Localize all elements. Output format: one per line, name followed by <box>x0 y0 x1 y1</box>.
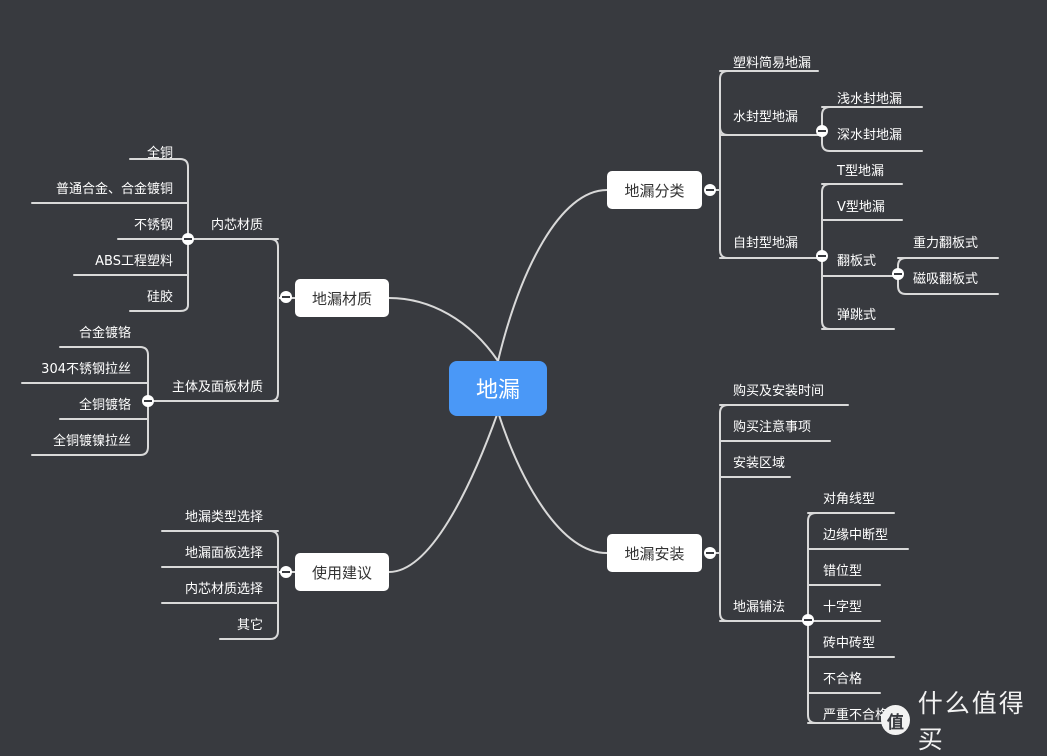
topic-area[interactable]: 安装区域 <box>733 456 785 471</box>
node-classification[interactable]: 地漏分类 <box>607 171 702 209</box>
node-material[interactable]: 地漏材质 <box>295 279 389 317</box>
topic-brick[interactable]: 砖中砖型 <box>823 636 875 651</box>
topic-copper[interactable]: 全铜 <box>147 145 173 161</box>
collapse-toggle-advice[interactable] <box>280 566 292 578</box>
node-classification-label: 地漏分类 <box>624 182 684 200</box>
root-node[interactable]: 地漏 <box>449 361 547 416</box>
collapse-toggle-material[interactable] <box>280 291 292 303</box>
topic-copper-chrome[interactable]: 全铜镀铬 <box>79 397 131 413</box>
topic-diagonal[interactable]: 对角线型 <box>823 492 875 507</box>
node-material-label: 地漏材质 <box>312 290 372 308</box>
topic-panel-select[interactable]: 地漏面板选择 <box>185 545 263 561</box>
topic-gravity-flip[interactable]: 重力翻板式 <box>913 235 978 251</box>
topic-shallow-seal[interactable]: 浅水封地漏 <box>837 91 902 107</box>
topic-edge[interactable]: 边缘中断型 <box>823 528 888 543</box>
topic-other[interactable]: 其它 <box>237 617 263 633</box>
collapse-toggle-self-seal[interactable] <box>816 250 828 262</box>
topic-self-seal[interactable]: 自封型地漏 <box>733 235 798 251</box>
collapse-toggle-core[interactable] <box>182 233 194 245</box>
topic-type-select[interactable]: 地漏类型选择 <box>185 509 263 525</box>
topic-silicone[interactable]: 硅胶 <box>147 289 173 305</box>
topic-copper-nickel[interactable]: 全铜镀镍拉丝 <box>53 433 131 449</box>
watermark-text: 什么值得买 <box>917 689 1026 754</box>
mind-map-connectors <box>21 70 999 724</box>
root-node-label: 地漏 <box>476 378 520 403</box>
topic-notes[interactable]: 购买注意事项 <box>733 419 811 435</box>
topic-body-material[interactable]: 主体及面板材质 <box>172 380 263 395</box>
topic-core-select[interactable]: 内芯材质选择 <box>185 581 263 597</box>
topic-fail[interactable]: 不合格 <box>823 671 862 687</box>
node-install-label: 地漏安装 <box>624 545 684 563</box>
node-install[interactable]: 地漏安装 <box>607 534 702 572</box>
collapse-toggle-flip[interactable] <box>892 268 904 280</box>
topic-stainless[interactable]: 不锈钢 <box>134 218 173 233</box>
watermark-logo-icon: 值 <box>881 705 910 735</box>
topic-magnetic-flip[interactable]: 磁吸翻板式 <box>913 272 978 287</box>
collapse-toggle-body[interactable] <box>142 395 154 407</box>
topic-severe-fail[interactable]: 严重不合格 <box>823 707 888 723</box>
collapse-toggle-install[interactable] <box>704 547 716 559</box>
topic-flip[interactable]: 翻板式 <box>837 254 876 269</box>
topic-alloy-chrome[interactable]: 合金镀铬 <box>79 325 131 341</box>
topic-water-seal[interactable]: 水封型地漏 <box>733 109 798 125</box>
watermark: 值 什么值得买 <box>881 684 1047 756</box>
collapse-toggle-paving[interactable] <box>802 614 814 626</box>
topic-offset[interactable]: 错位型 <box>823 564 862 579</box>
node-advice-label: 使用建议 <box>312 564 372 582</box>
collapse-toggle-water-seal[interactable] <box>816 125 828 137</box>
node-advice[interactable]: 使用建议 <box>295 553 389 591</box>
topic-alloy[interactable]: 普通合金、合金镀铜 <box>56 181 173 197</box>
topic-deep-seal[interactable]: 深水封地漏 <box>837 127 902 143</box>
topic-ss-brushed[interactable]: 304不锈钢拉丝 <box>41 362 131 377</box>
topic-plastic[interactable]: 塑料简易地漏 <box>733 55 811 71</box>
topic-t-type[interactable]: T型地漏 <box>836 163 884 179</box>
topic-abs[interactable]: ABS工程塑料 <box>95 254 173 269</box>
topic-timing[interactable]: 购买及安装时间 <box>733 383 824 399</box>
collapse-toggle-classification[interactable] <box>704 184 716 196</box>
topic-paving[interactable]: 地漏铺法 <box>733 599 785 615</box>
topic-cross[interactable]: 十字型 <box>823 600 862 615</box>
mind-map-canvas: 地漏 地漏分类 地漏安装 地漏材质 使用建议 塑料简易地漏 水封型地漏 浅水封地… <box>21 55 999 724</box>
topic-pop[interactable]: 弹跳式 <box>837 308 876 323</box>
topic-v-type[interactable]: V型地漏 <box>837 199 885 215</box>
topic-core-material[interactable]: 内芯材质 <box>211 217 263 233</box>
